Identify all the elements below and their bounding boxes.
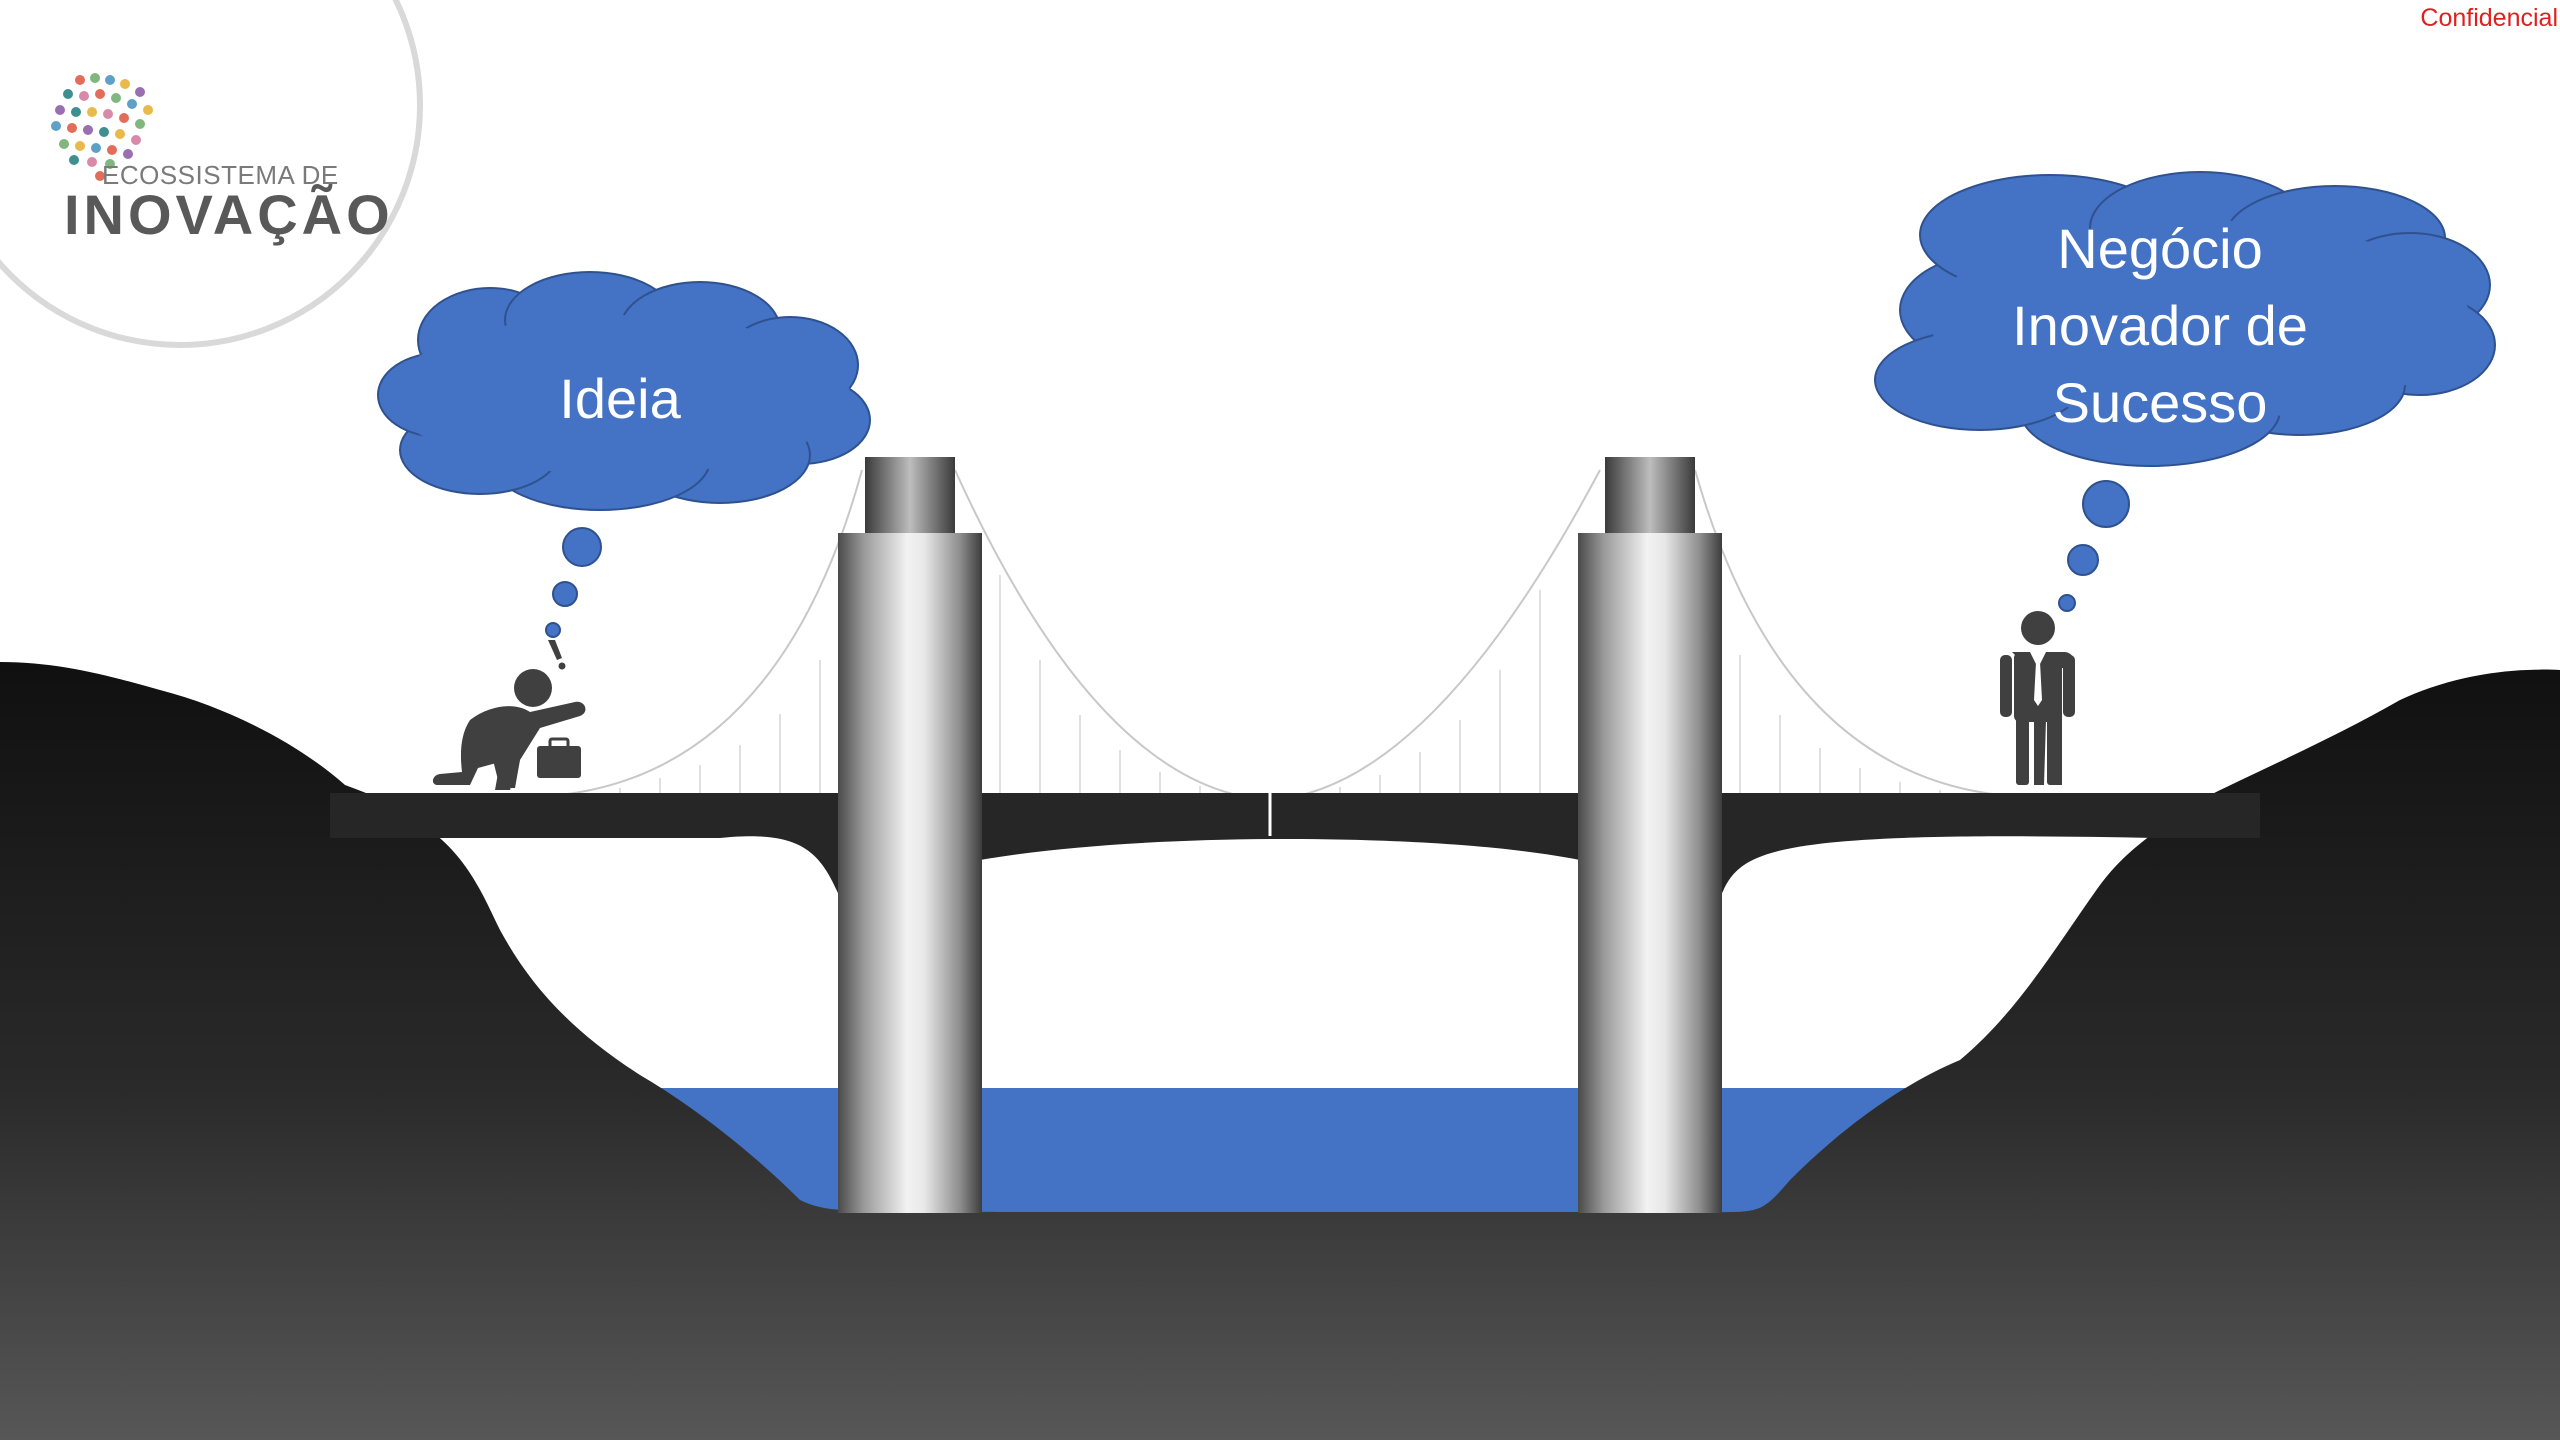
bridge-deck: [330, 793, 2260, 898]
left-tower: [838, 457, 982, 1213]
idea-thought-cloud: [378, 272, 870, 637]
confidential-label: Confidencial: [2420, 4, 2558, 33]
exclamation-icon: [548, 640, 566, 670]
business-cloud-line: Sucesso: [1900, 364, 2420, 441]
briefcase-icon: [537, 739, 581, 778]
business-cloud-line: Inovador de: [1900, 287, 2420, 364]
suspension-cables: [560, 470, 2000, 800]
business-cloud-line: Negócio: [1900, 210, 2420, 287]
businessman-icon: [2000, 611, 2075, 785]
logo-title: INOVAÇÃO: [64, 182, 394, 247]
idea-cloud-text: Ideia: [460, 360, 780, 437]
canyon-terrain: [0, 662, 2560, 1440]
business-cloud-text: Negócio Inovador de Sucesso: [1900, 210, 2420, 441]
suspension-hangers: [620, 575, 1940, 795]
right-tower: [1578, 457, 1722, 1213]
